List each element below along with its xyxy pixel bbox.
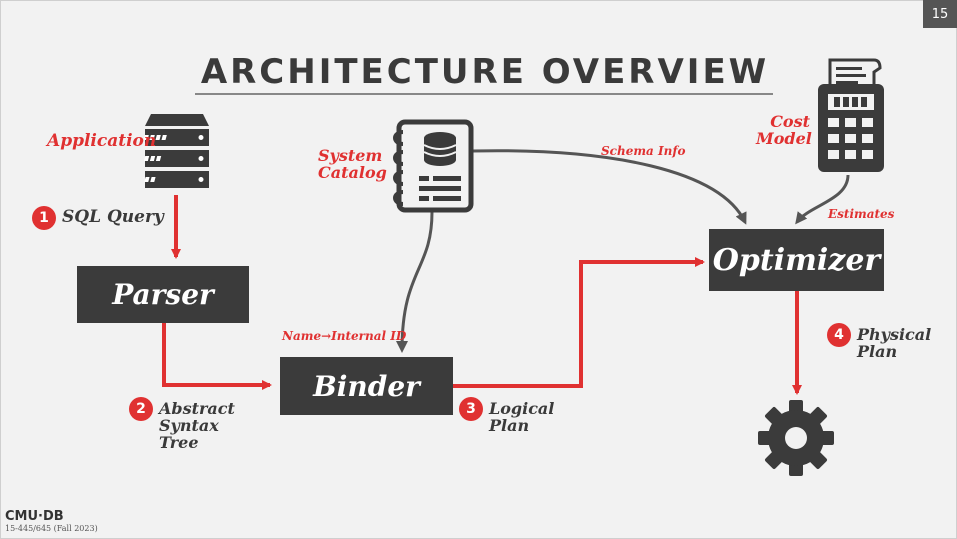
arrow-parser-to-binder [162, 323, 272, 390]
cost-model-label: Cost Model [756, 112, 812, 148]
calculator-icon [818, 58, 884, 172]
server-icon [143, 114, 209, 188]
parser-box: Parser [77, 266, 249, 323]
estimates-label: Estimates [828, 207, 895, 221]
arrow-catalog-to-optimizer [471, 149, 747, 225]
step-label-physical-plan: Physical Plan [857, 325, 932, 361]
cmu-db-logo: CMU·DB [5, 509, 64, 524]
optimizer-box: Optimizer [709, 229, 884, 291]
step-label-logical-plan: Logical Plan [489, 399, 555, 435]
application-label: Application [47, 131, 157, 151]
system-catalog-label: System Catalog [318, 146, 387, 182]
slide-title: ARCHITECTURE OVERVIEW [200, 52, 770, 92]
step-badge-1: 1 [32, 206, 56, 230]
step-label-abstract-syntax-tree: Abstract Syntax Tree [159, 399, 235, 452]
arrow-binder-to-optimizer [453, 257, 705, 388]
step-label-sql-query: SQL Query [62, 207, 164, 227]
name-internal-id-label: Name→Internal ID [282, 329, 407, 343]
step-badge-3: 3 [459, 397, 483, 421]
slide-number: 15 [923, 0, 957, 28]
step-badge-2: 2 [129, 397, 153, 421]
arrow-catalog-to-binder [396, 211, 434, 353]
step-badge-4: 4 [827, 323, 851, 347]
arrow-costmodel-to-optimizer [795, 174, 850, 225]
database-icon [423, 132, 457, 166]
catalog-notebook-icon [393, 119, 474, 213]
schema-info-label: Schema Info [601, 144, 686, 158]
title-underline [195, 93, 773, 95]
binder-box: Binder [280, 357, 453, 415]
gear-icon [758, 400, 834, 476]
course-label: 15-445/645 (Fall 2023) [5, 524, 98, 533]
